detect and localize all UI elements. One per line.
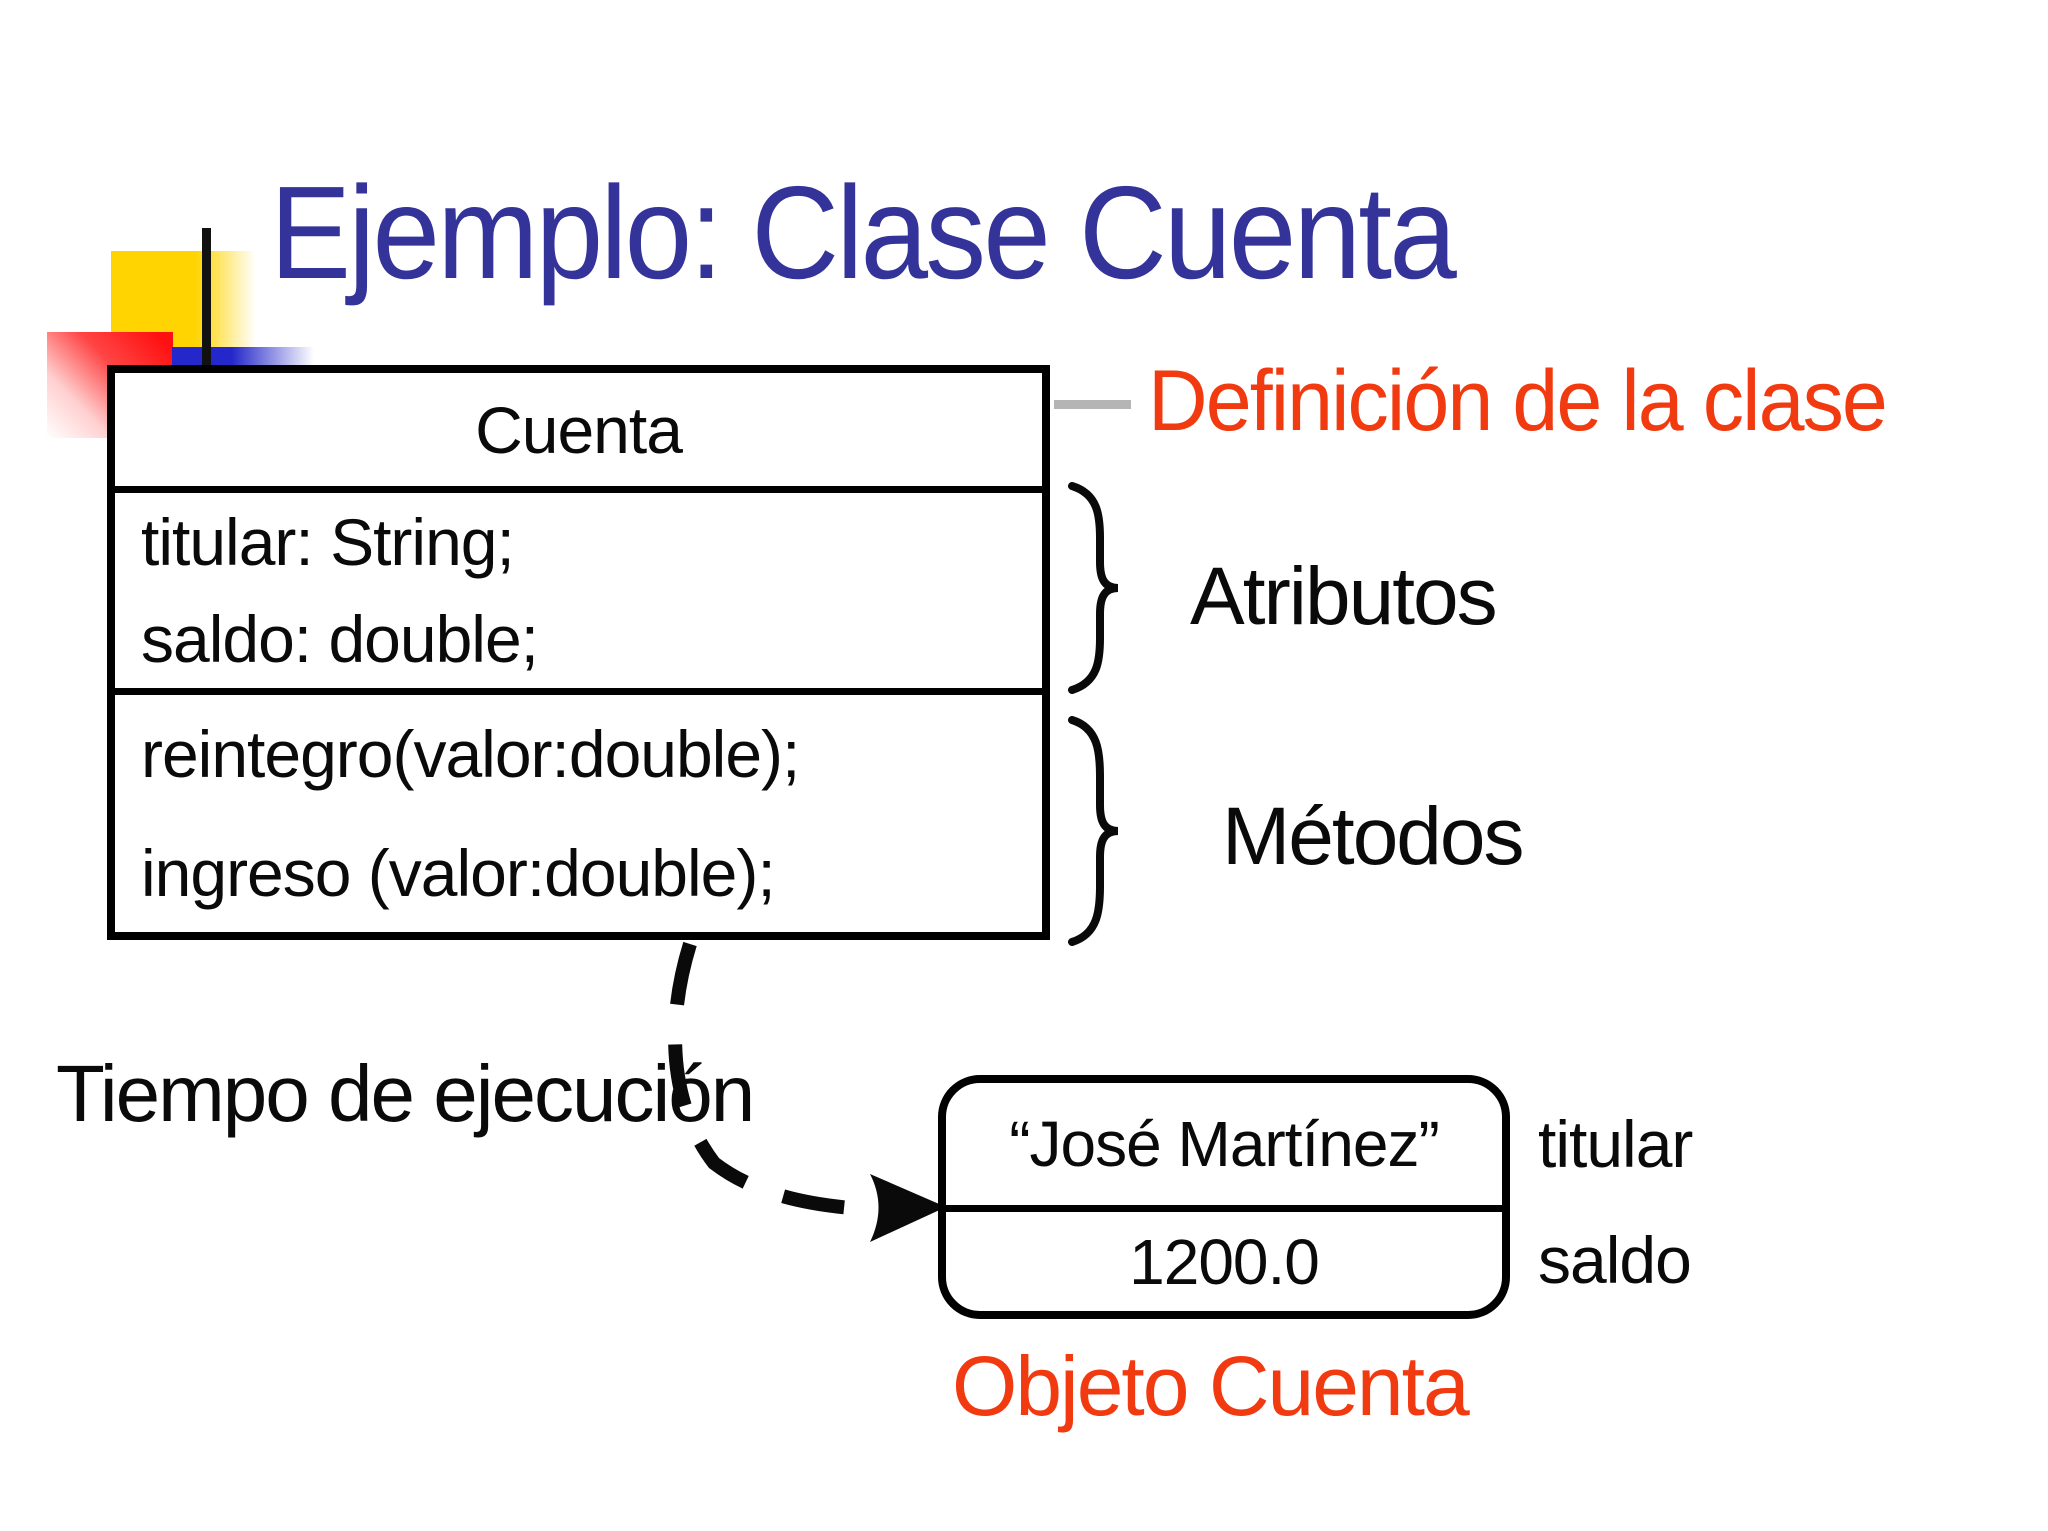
object-saldo-row: 1200.0 (946, 1212, 1502, 1311)
object-box: “José Martínez” 1200.0 (938, 1075, 1510, 1319)
accent-blue-bar (172, 347, 314, 367)
attribute-item: saldo: double; (141, 602, 539, 677)
uml-class-box: Cuenta titular: String; saldo: double; r… (107, 365, 1050, 940)
method-item: reintegro(valor:double); (141, 717, 800, 792)
accent-vertical-line (202, 228, 211, 374)
class-methods-compartment: reintegro(valor:double); ingreso (valor:… (115, 695, 1042, 932)
object-caption: Objeto Cuenta (952, 1339, 1470, 1433)
brace-methods (1068, 716, 1119, 946)
method-item: ingreso (valor:double); (141, 835, 776, 910)
brace-attributes-path (1068, 482, 1119, 694)
page-title: Ejemplo: Clase Cuenta (270, 159, 1457, 306)
attributes-label: Atributos (1190, 551, 1498, 642)
methods-label: Métodos (1222, 791, 1525, 882)
definition-connector-line (1054, 400, 1131, 409)
brace-attributes (1068, 482, 1119, 694)
runtime-label: Tiempo de ejecución (56, 1049, 755, 1138)
object-saldo-value: 1200.0 (1129, 1225, 1320, 1298)
class-name: Cuenta (475, 392, 683, 467)
object-titular-value: “José Martínez” (1009, 1108, 1440, 1180)
saldo-field-label: saldo (1538, 1223, 1692, 1297)
instantiation-arrowhead (870, 1174, 946, 1242)
class-attributes-compartment: titular: String; saldo: double; (115, 493, 1042, 695)
titular-field-label: titular (1538, 1107, 1693, 1181)
object-titular-row: “José Martínez” (946, 1083, 1502, 1212)
class-name-compartment: Cuenta (115, 373, 1042, 493)
attribute-item: titular: String; (141, 504, 515, 579)
brace-methods-path (1068, 716, 1119, 946)
definition-label: Definición de la clase (1148, 353, 1888, 449)
